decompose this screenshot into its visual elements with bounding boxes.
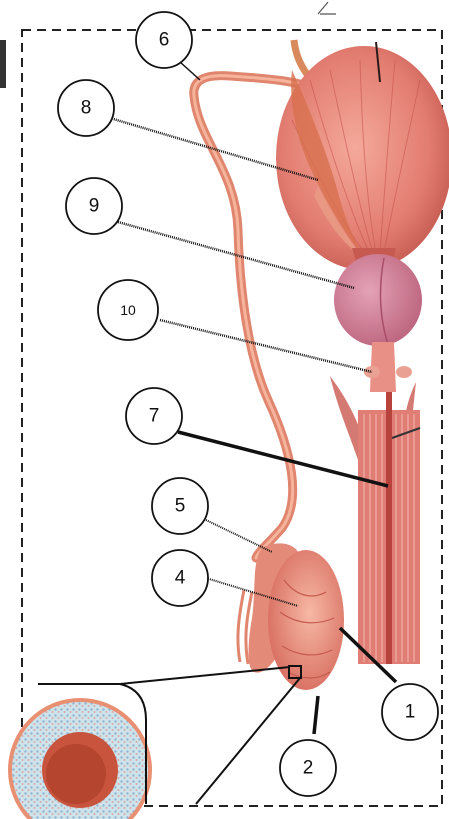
callout-label-6: 6	[159, 30, 170, 51]
penile-urethra	[386, 392, 392, 664]
callout-label-1: 1	[405, 702, 416, 723]
inset-connector-bottom	[196, 678, 300, 804]
callout-label-7: 7	[149, 406, 160, 427]
leader-line-2	[314, 696, 318, 734]
inset-connector-top	[120, 667, 290, 684]
callout-label-8: 8	[81, 98, 92, 119]
corner-bracket	[0, 40, 6, 88]
callout-label-4: 4	[175, 568, 186, 589]
leader-line-5	[206, 520, 272, 552]
callout-label-5: 5	[175, 496, 186, 517]
bulbourethral-gland-right	[396, 366, 412, 378]
leader-line-6	[180, 62, 200, 80]
tubule-lumen-inner	[46, 744, 106, 804]
leader-line-10	[160, 320, 372, 372]
callout-label-9: 9	[89, 196, 100, 217]
callout-label-2: 2	[303, 758, 314, 779]
corner-mark	[318, 2, 336, 14]
callout-label-10: 10	[120, 302, 136, 318]
prostate-gland	[334, 254, 422, 346]
